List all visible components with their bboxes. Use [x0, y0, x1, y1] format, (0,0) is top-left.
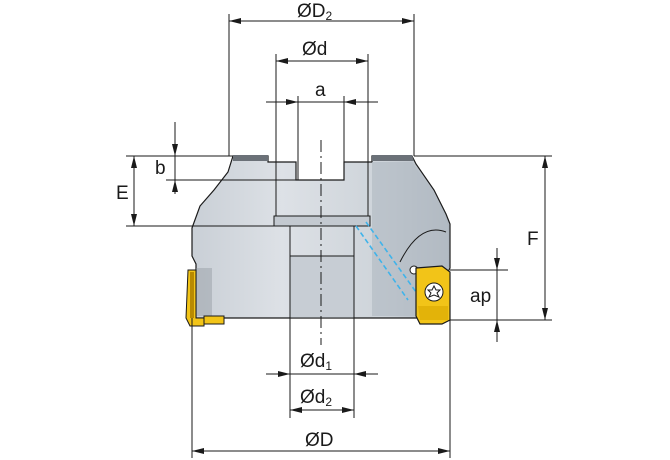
left-pocket [196, 268, 212, 316]
left-insert [185, 269, 225, 327]
right-insert [415, 265, 451, 325]
label-E: E [116, 183, 129, 204]
coolant-channel-1 [355, 225, 409, 301]
label-ap: ap [470, 286, 491, 307]
label-d2: Ød2 [300, 387, 332, 409]
label-D: ØD [305, 430, 334, 451]
bore-collar [273, 215, 371, 227]
dim-D: ØD [191, 318, 451, 458]
body-top-band-right [372, 155, 414, 161]
bore-lower [289, 255, 355, 319]
dim-D2: ØD2 [228, 1, 415, 156]
label-D2: ØD2 [297, 1, 333, 23]
dim-a: a [266, 80, 378, 180]
dim-d1: Ød1 [266, 318, 378, 382]
label-d1: Ød1 [300, 351, 332, 373]
label-a: a [315, 80, 326, 101]
dim-ap: ap [450, 248, 508, 342]
dim-E: E [116, 155, 274, 227]
dim-d2: Ød2 [289, 382, 355, 418]
label-d: Ød [302, 39, 327, 60]
body-top-band [233, 155, 268, 161]
dim-F: F [414, 155, 552, 321]
torx-star-icon [426, 284, 442, 298]
dim-d: Ød [275, 39, 369, 162]
right-pocket-curve [399, 229, 447, 263]
label-F: F [527, 229, 539, 250]
dim-b: b [155, 122, 296, 194]
label-b: b [155, 158, 166, 179]
coolant-channel-2 [365, 221, 417, 293]
